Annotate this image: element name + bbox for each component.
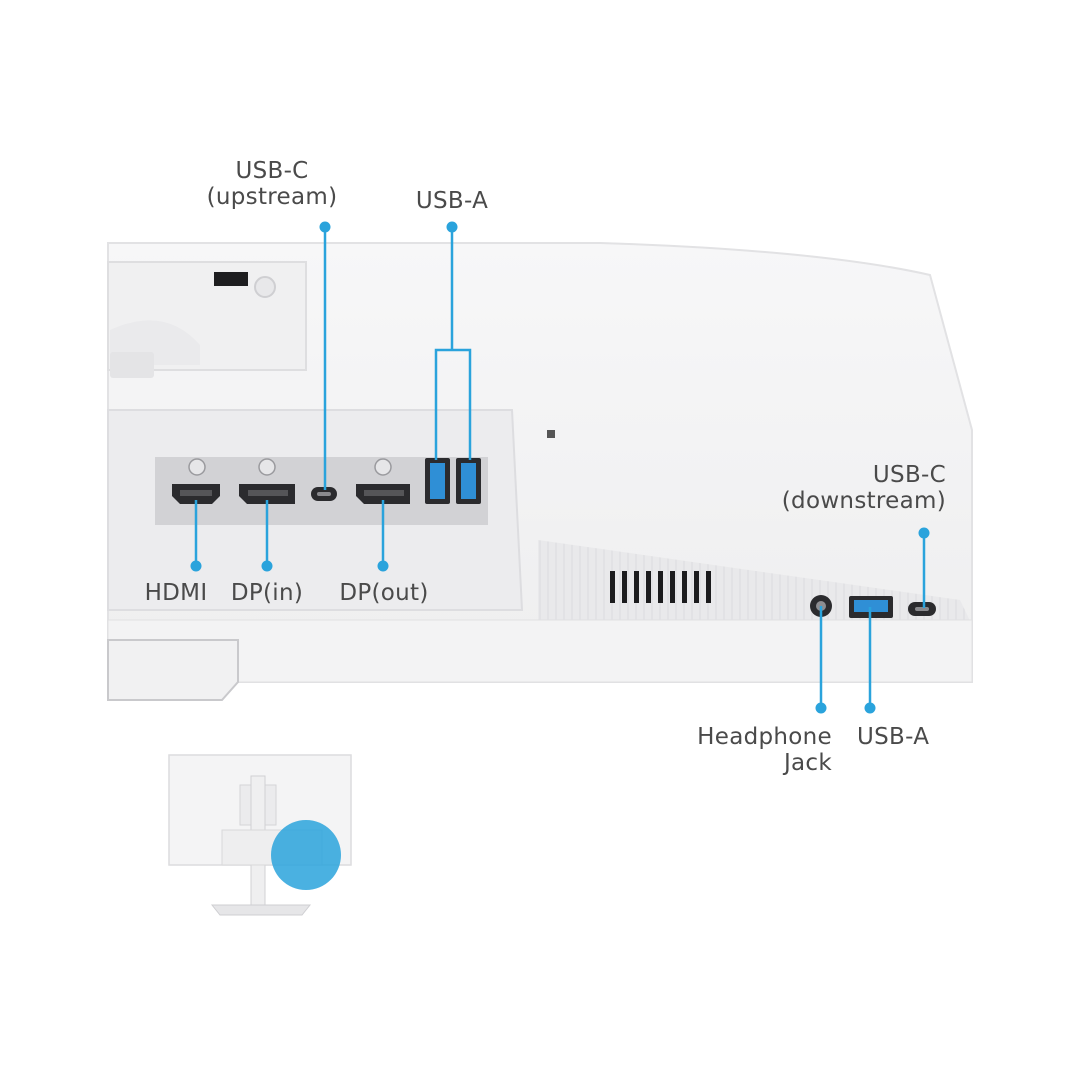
label-headphone-jack: Headphone Jack	[697, 724, 832, 776]
usb-c-upstream-port	[311, 487, 337, 501]
usb-a-port-2	[456, 458, 481, 504]
indicator-dot	[547, 430, 555, 438]
monitor-thumbnail	[168, 754, 352, 916]
zoom-highlight-circle	[271, 820, 341, 890]
label-usb-c-downstream: USB-C (downstream)	[781, 462, 946, 514]
label-usb-c-upstream: USB-C (upstream)	[206, 158, 338, 210]
usb-a-port-1	[425, 458, 450, 504]
dp-out-port	[356, 458, 410, 504]
label-dp-in: DP(in)	[230, 580, 304, 606]
label-hdmi: HDMI	[144, 580, 208, 606]
hdmi-port	[172, 458, 220, 504]
label-dp-out: DP(out)	[339, 580, 429, 606]
mount-slot	[214, 272, 248, 286]
stand-clip	[110, 352, 154, 378]
callout-lines	[194, 228, 926, 708]
mount-screw	[254, 276, 276, 298]
label-usb-a-top: USB-A	[415, 188, 489, 214]
stand-base-edge	[107, 639, 239, 701]
vent-grille	[610, 571, 711, 603]
label-usb-a-side: USB-A	[857, 724, 930, 750]
callout-dots	[190, 221, 930, 714]
usb-a-bracket	[434, 348, 472, 460]
dp-in-port	[239, 458, 295, 504]
usb-c-downstream-port	[908, 602, 936, 616]
